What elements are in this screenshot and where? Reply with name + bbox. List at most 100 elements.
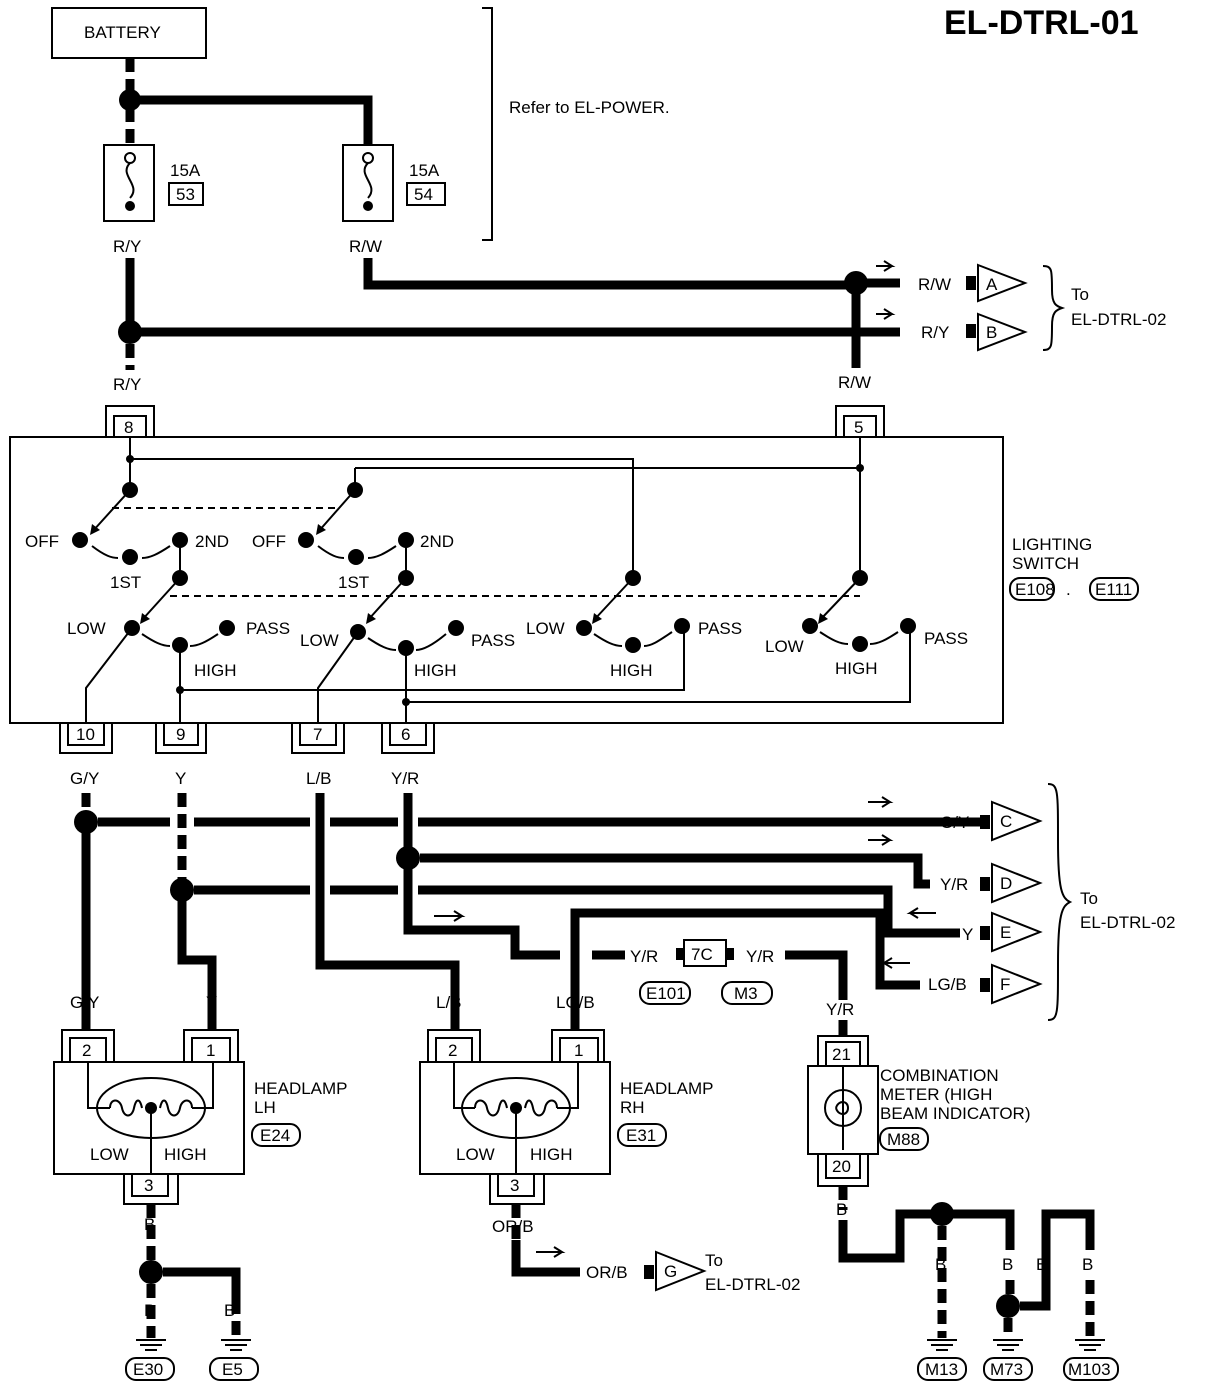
- pos-low-2: LOW: [300, 631, 339, 650]
- connector-a: A: [966, 263, 1028, 303]
- svg-text:2: 2: [82, 1041, 91, 1060]
- ref-to-3: To: [705, 1251, 723, 1270]
- svg-text:9: 9: [176, 725, 185, 744]
- wire-b-m73: B: [1002, 1255, 1013, 1274]
- svg-text:C: C: [1000, 812, 1012, 831]
- ground-m13: M13: [917, 1339, 967, 1381]
- wire-b-e5: B: [224, 1301, 235, 1320]
- svg-text:1: 1: [206, 1041, 215, 1060]
- connector-b: B: [966, 312, 1028, 352]
- splice-meter-ground: [930, 1202, 954, 1226]
- arrow-f: [880, 957, 910, 969]
- fuse-54: 15A 54: [342, 144, 446, 222]
- wire-yr-right: Y/R: [746, 947, 774, 966]
- connector-d: D: [980, 862, 1043, 904]
- ry-main-wire: [125, 258, 856, 337]
- pos-low-4: LOW: [765, 637, 804, 656]
- connector-g: G: [644, 1250, 707, 1292]
- arrow-g: [536, 1246, 566, 1258]
- wire-b-m103: B: [1082, 1255, 1093, 1274]
- svg-text:HIGH: HIGH: [164, 1145, 207, 1164]
- svg-text:M13: M13: [925, 1360, 958, 1379]
- wire-b-m13: B: [935, 1255, 946, 1274]
- wire-out-b: R/Y: [921, 323, 949, 342]
- terminal-8: 8: [105, 405, 155, 438]
- splice-m73: [996, 1294, 1020, 1318]
- meter-ground-wire: [838, 1209, 1015, 1263]
- pos-high-1: HIGH: [194, 661, 237, 680]
- svg-text:LOW: LOW: [456, 1145, 495, 1164]
- pos-1st-1: 1ST: [110, 573, 141, 592]
- arrow-a: [876, 260, 896, 272]
- wire-gy-lh: G/Y: [70, 993, 99, 1012]
- arrow-e: [906, 907, 936, 919]
- lighting-switch-conn-1: E108: [1015, 580, 1055, 599]
- battery-label: BATTERY: [84, 23, 161, 42]
- headlamp-rh: 2 1 LOW HIGH 3: [419, 1029, 611, 1205]
- terminal-6: 6: [381, 722, 435, 754]
- svg-text:F: F: [1000, 975, 1010, 994]
- switch-linkage: [112, 507, 860, 597]
- joint-right-conn: M3: [734, 984, 758, 1003]
- sw-bus-top: [130, 458, 634, 578]
- wire-b-meter: B: [836, 1200, 847, 1219]
- arrow-d: [868, 834, 894, 846]
- joint-pin: 7C: [691, 945, 713, 964]
- headlamp-rh-label-2: RH: [620, 1098, 645, 1117]
- pos-low-3: LOW: [526, 619, 565, 638]
- pos-2nd-2: 2ND: [420, 532, 454, 551]
- svg-text:B: B: [986, 323, 997, 342]
- svg-text:D: D: [1000, 874, 1012, 893]
- wire-orb-g: OR/B: [586, 1263, 628, 1282]
- arrow-c: [868, 796, 894, 808]
- svg-text:3: 3: [144, 1176, 153, 1195]
- fuse-54-number: 54: [414, 185, 433, 204]
- svg-text:7: 7: [313, 725, 322, 744]
- svg-text:HIGH: HIGH: [530, 1145, 573, 1164]
- wire-out-c: G/Y: [940, 813, 969, 832]
- wire-y: Y: [175, 769, 186, 788]
- pos-1st-2: 1ST: [338, 573, 369, 592]
- svg-text:G: G: [664, 1262, 677, 1281]
- terminal-9: 9: [155, 722, 207, 754]
- pos-pass-4: PASS: [924, 629, 968, 648]
- arrow-yr: [434, 910, 466, 922]
- rw-main-wire: [363, 258, 856, 290]
- connector-c: C: [980, 800, 1043, 842]
- refer-bracket: [482, 7, 493, 241]
- ref-to-3b: EL-DTRL-02: [705, 1275, 800, 1294]
- arrow-b: [876, 308, 896, 320]
- sw-low-rh: [317, 631, 359, 726]
- pos-pass-2: PASS: [471, 631, 515, 650]
- to-bracket-2: [1047, 783, 1073, 1021]
- connector-f: F: [980, 963, 1043, 1005]
- wire-ry-mid: R/Y: [113, 375, 141, 394]
- svg-text:A: A: [986, 275, 998, 294]
- svg-text:LOW: LOW: [90, 1145, 129, 1164]
- pos-off-2: OFF: [252, 532, 286, 551]
- svg-text:E5: E5: [222, 1360, 243, 1379]
- y-to-e: [194, 885, 960, 938]
- wire-yr: Y/R: [391, 769, 419, 788]
- terminal-5: 5: [835, 405, 885, 438]
- svg-text:E30: E30: [133, 1360, 163, 1379]
- svg-text:M103: M103: [1068, 1360, 1111, 1379]
- fuse-53-rating: 15A: [170, 161, 201, 180]
- headlamp-rh-conn: E31: [626, 1126, 656, 1145]
- lighting-switch-conn-2: E111: [1095, 580, 1132, 599]
- battery-to-fuse54: [130, 95, 373, 148]
- svg-text:20: 20: [832, 1157, 851, 1176]
- wire-out-d: Y/R: [940, 875, 968, 894]
- wire-out-f: LG/B: [928, 975, 967, 994]
- sw1-blade: [91, 489, 131, 533]
- lb-to-rh: [315, 793, 460, 1008]
- battery-box: [51, 7, 207, 59]
- pos-high-2: HIGH: [414, 661, 457, 680]
- wire-lgb-rh: LG/B: [556, 993, 595, 1012]
- svg-text:5: 5: [854, 418, 863, 437]
- ground-e30: E30: [125, 1339, 175, 1381]
- lighting-switch-label-1: LIGHTING: [1012, 535, 1092, 554]
- yr-to-joint: [403, 858, 560, 960]
- ref-to-1: To: [1071, 285, 1089, 304]
- terminal-7: 7: [291, 722, 345, 754]
